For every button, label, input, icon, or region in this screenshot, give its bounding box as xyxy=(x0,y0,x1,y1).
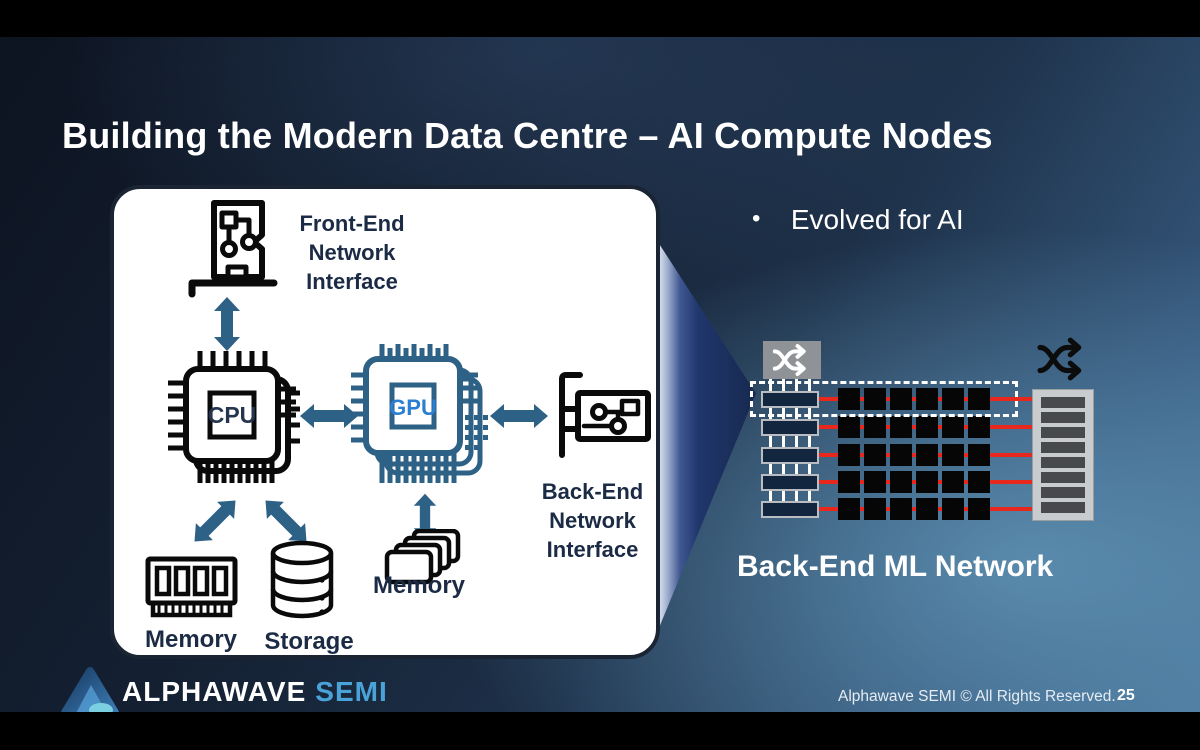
brand-name: ALPHAWAVE xyxy=(122,676,307,707)
switch-bar xyxy=(761,447,819,464)
accelerator-chip xyxy=(838,388,860,410)
compute-node-card: Front-End Network Interface xyxy=(110,185,660,659)
accelerator-chip xyxy=(890,444,912,466)
back-end-nic-label: Back-End Network Interface xyxy=(541,479,644,562)
ml-network-caption: Back-End ML Network xyxy=(737,550,1054,583)
accelerator-chip xyxy=(864,388,886,410)
ladder-tick xyxy=(808,434,811,451)
gpu-chip-icon: GPU xyxy=(351,344,488,483)
accelerator-chip xyxy=(942,498,964,520)
arrow-diagonal-icon xyxy=(177,483,253,559)
accelerator-chip xyxy=(968,416,990,438)
rack-slot xyxy=(1041,457,1085,468)
accelerator-chip xyxy=(968,471,990,493)
arrow-horizontal-icon xyxy=(490,404,548,428)
memory-cards-icon xyxy=(384,529,461,585)
accelerator-chip xyxy=(838,416,860,438)
accelerator-chip xyxy=(864,498,886,520)
rack-slot xyxy=(1041,502,1085,513)
accelerator-chip xyxy=(864,471,886,493)
accelerator-chip xyxy=(890,416,912,438)
copyright-text: Alphawave SEMI © All Rights Reserved. xyxy=(838,688,1116,705)
ladder-tick xyxy=(769,375,772,395)
switch-bar xyxy=(761,501,819,518)
accelerator-chip xyxy=(916,471,938,493)
leaf-switch-box xyxy=(763,341,821,379)
ladder-tick xyxy=(795,489,798,505)
accelerator-chip xyxy=(890,388,912,410)
rack-slot xyxy=(1041,397,1085,408)
ladder-tick xyxy=(808,462,811,478)
accelerator-chip xyxy=(942,444,964,466)
accelerator-chip xyxy=(942,471,964,493)
bullet-item: • Evolved for AI xyxy=(752,204,964,236)
accelerator-chip xyxy=(890,498,912,520)
ram-stick-icon xyxy=(145,556,238,618)
switch-bar xyxy=(761,419,819,436)
accelerator-chip xyxy=(864,416,886,438)
accelerator-chip xyxy=(838,498,860,520)
brand-suffix: SEMI xyxy=(315,676,388,707)
accelerator-chip xyxy=(942,388,964,410)
slide-title: Building the Modern Data Centre – AI Com… xyxy=(62,115,993,156)
accelerator-chip xyxy=(838,444,860,466)
rack-slot xyxy=(1041,472,1085,483)
brand-wordmark: ALPHAWAVE SEMI xyxy=(122,676,388,708)
network-card-icon xyxy=(188,200,278,298)
shuffle-icon xyxy=(772,343,806,377)
cpu-chip-icon: CPU xyxy=(168,351,300,483)
slide-background: Building the Modern Data Centre – AI Com… xyxy=(0,37,1200,712)
bullet-marker: • xyxy=(752,205,761,232)
ladder-tick xyxy=(769,462,772,478)
arrow-vertical-icon xyxy=(413,493,437,541)
ladder-tick xyxy=(795,434,798,451)
bullet-text: Evolved for AI xyxy=(790,204,964,235)
accelerator-chip xyxy=(890,471,912,493)
arrow-diagonal-icon xyxy=(248,483,324,559)
ladder-tick xyxy=(782,462,785,478)
front-end-nic-label: Front-End Network Interface xyxy=(299,211,405,294)
alphawave-logo-mark xyxy=(61,667,119,712)
server-rack-icon xyxy=(1032,389,1094,521)
ladder-tick xyxy=(808,375,811,395)
accelerator-chip xyxy=(968,388,990,410)
ladder-tick xyxy=(782,375,785,395)
accelerator-chip xyxy=(838,471,860,493)
page-number: 25 xyxy=(1117,687,1135,704)
cpu-label: CPU xyxy=(208,402,257,428)
accelerator-chip xyxy=(942,416,964,438)
accelerator-chip xyxy=(916,416,938,438)
accelerator-chip xyxy=(968,498,990,520)
ladder-tick xyxy=(782,489,785,505)
arrow-vertical-icon xyxy=(214,297,240,351)
accelerator-chip xyxy=(968,444,990,466)
ladder-tick xyxy=(795,462,798,478)
switch-bar xyxy=(761,391,819,408)
cpu-memory-label: Memory xyxy=(144,626,238,653)
rack-slot xyxy=(1041,442,1085,453)
accelerator-chip xyxy=(916,388,938,410)
rack-slot xyxy=(1041,487,1085,498)
ladder-tick xyxy=(769,434,772,451)
storage-label: Storage xyxy=(264,628,354,655)
accelerator-chip xyxy=(864,444,886,466)
gpu-memory-label: Memory xyxy=(372,572,466,599)
database-icon xyxy=(270,540,334,619)
pcie-card-icon xyxy=(559,372,651,458)
rack-slot xyxy=(1041,412,1085,423)
ladder-tick xyxy=(769,489,772,505)
ladder-tick xyxy=(782,434,785,451)
ml-network-diagram xyxy=(740,333,1110,533)
accelerator-chip xyxy=(916,498,938,520)
rack-slot xyxy=(1041,427,1085,438)
arrow-horizontal-icon xyxy=(300,404,358,428)
accelerator-chip xyxy=(916,444,938,466)
ladder-tick xyxy=(795,375,798,395)
row-highlight-dashed-box xyxy=(750,381,1018,417)
ladder-tick xyxy=(808,489,811,505)
switch-bar xyxy=(761,474,819,491)
shuffle-icon xyxy=(1037,337,1082,381)
gpu-label: GPU xyxy=(389,395,437,420)
